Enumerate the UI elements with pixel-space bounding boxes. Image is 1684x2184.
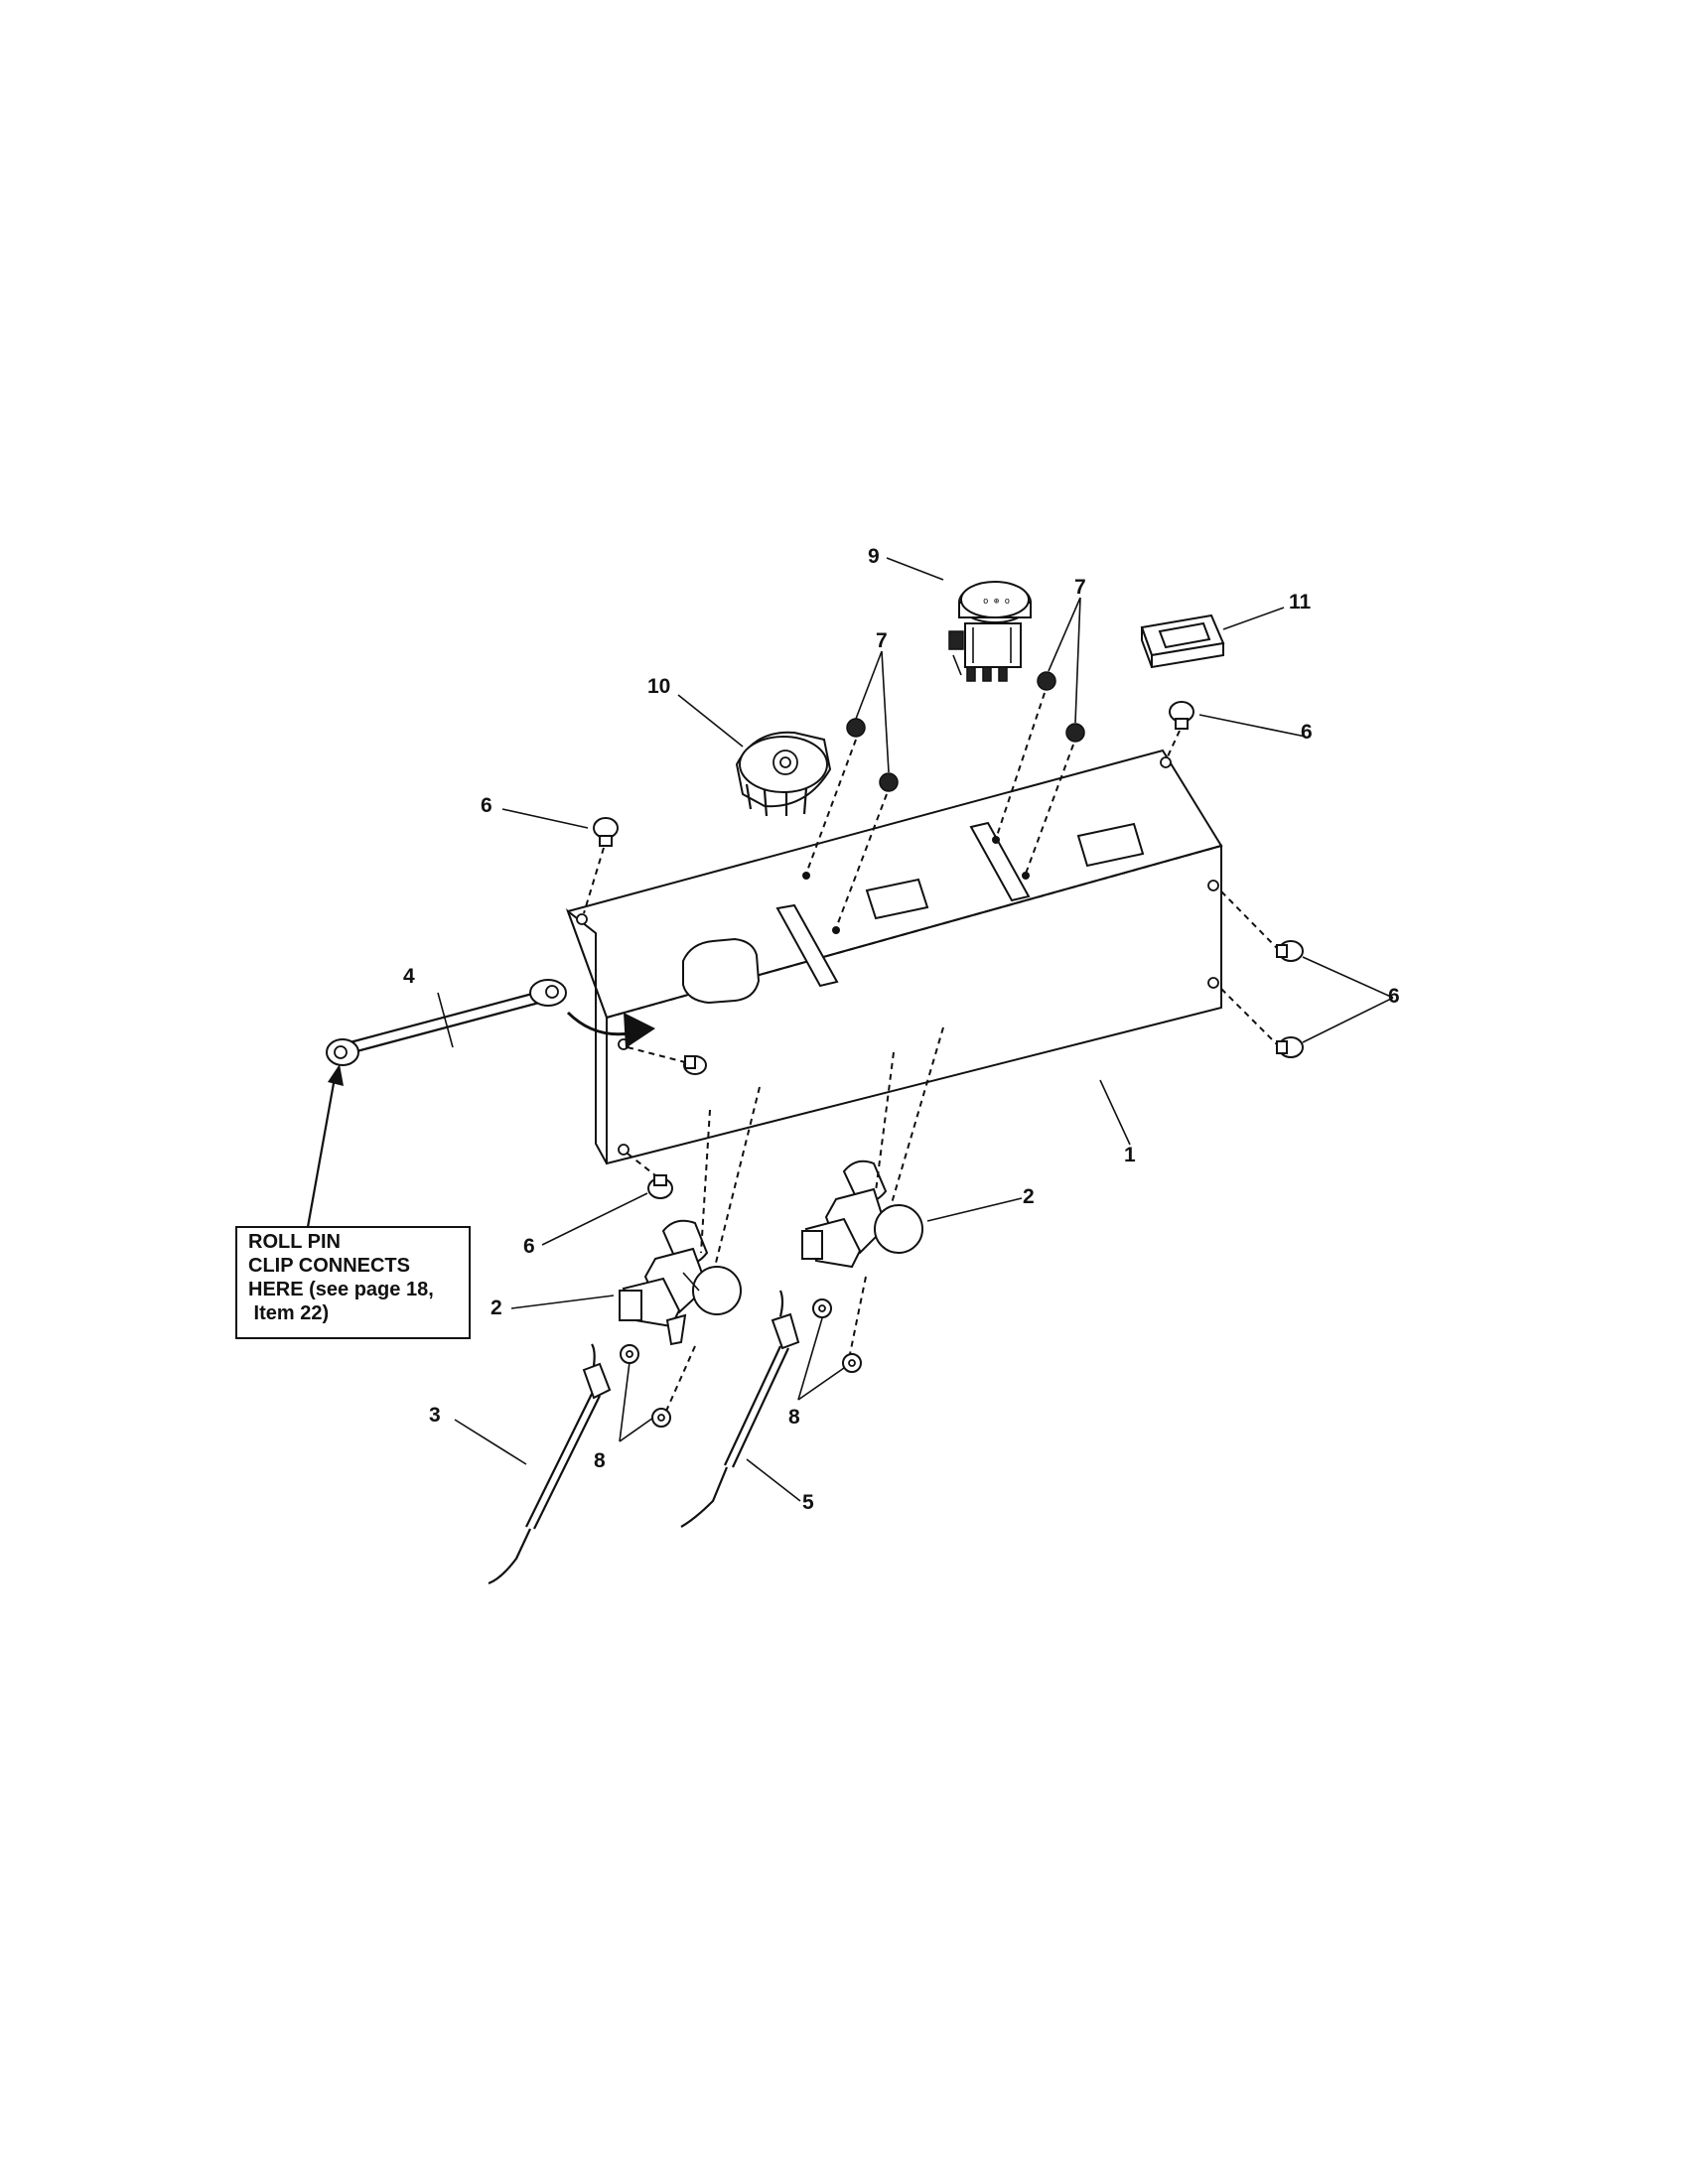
cable-item-3 (488, 1343, 612, 1585)
callout-10: 10 (647, 675, 670, 698)
callout-1: 1 (1124, 1144, 1136, 1166)
note-line-3: HERE (see page 18, (248, 1279, 434, 1300)
lever-assembly-item-2-right (801, 1026, 944, 1355)
cable-item-5 (680, 1290, 800, 1528)
callout-3: 3 (429, 1404, 441, 1427)
roll-pin-note: ROLL PIN CLIP CONNECTS HERE (see page 18… (235, 1226, 471, 1339)
callout-6-right: 6 (1388, 985, 1400, 1008)
callout-4: 4 (403, 965, 415, 988)
note-line-1: ROLL PIN (248, 1231, 341, 1253)
key-switch-item-10 (735, 731, 832, 817)
callout-7-left: 7 (876, 629, 888, 652)
switch-item-9: o ⊕ o (948, 581, 1032, 682)
note-line-4: Item 22) (248, 1302, 329, 1324)
nuts-item-7 (802, 671, 1085, 934)
callout-6-top-left: 6 (481, 794, 492, 817)
bolts-item-6 (583, 701, 1304, 1199)
callout-2-right: 2 (1023, 1185, 1035, 1208)
callout-6-bottom: 6 (523, 1235, 535, 1258)
callout-9: 9 (868, 545, 880, 568)
callout-8-right: 8 (788, 1406, 800, 1429)
callout-6-top-right: 6 (1301, 721, 1313, 744)
callout-7-right: 7 (1074, 576, 1086, 599)
nuts-item-8 (620, 1298, 862, 1428)
callout-labels: 9 10 11 7 7 6 6 6 4 1 2 6 2 3 8 8 5 (403, 545, 1400, 1514)
svg-text:o ⊕ o: o ⊕ o (983, 597, 1010, 607)
callout-5: 5 (802, 1491, 814, 1514)
callout-leaders (306, 557, 1394, 1502)
callout-8-left: 8 (594, 1449, 606, 1472)
indicator-item-11 (1140, 614, 1225, 669)
callout-2-left: 2 (491, 1297, 502, 1319)
note-line-2: CLIP CONNECTS (248, 1255, 410, 1277)
lever-assembly-item-2-left (619, 1086, 761, 1419)
callout-11: 11 (1289, 591, 1312, 614)
rod-item-4 (326, 979, 655, 1066)
control-panel-bracket (565, 749, 1223, 1165)
